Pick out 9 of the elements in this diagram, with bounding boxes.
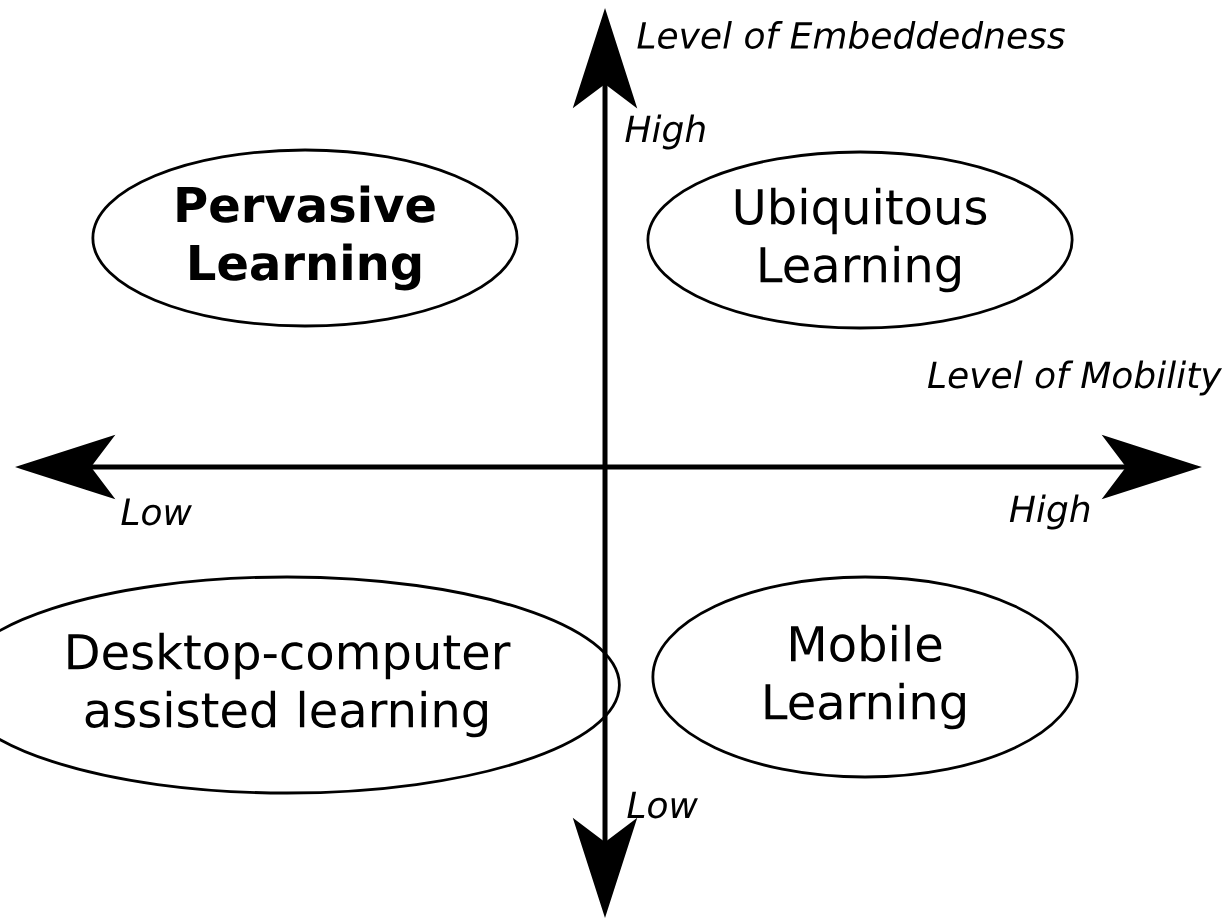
- ellipse-node: Mobile Learning: [651, 575, 1079, 779]
- axis-label: Level of Mobility: [927, 360, 1223, 396]
- axis-label: High: [625, 114, 705, 150]
- axis-label: Low: [627, 791, 698, 819]
- axis-label: Low: [121, 498, 192, 526]
- axis-label: Level of Embeddedness: [637, 21, 1065, 49]
- ellipse-node: Ubiquitous Learning: [646, 150, 1074, 330]
- ellipse-node: Pervasive Learning: [91, 148, 519, 328]
- axis-label: High: [1009, 494, 1090, 530]
